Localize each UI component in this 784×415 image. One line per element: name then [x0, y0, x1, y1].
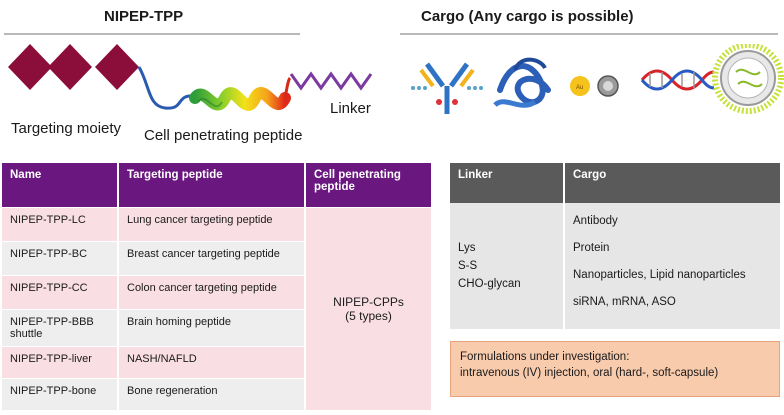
targeting-diamond-1: [8, 44, 52, 90]
linker-item: S-S: [458, 260, 478, 272]
formulations-title: Formulations under investigation:: [460, 351, 630, 363]
col-header-cargo: Cargo: [563, 163, 780, 203]
left-header-rule: [4, 33, 300, 35]
nipep-tpp-header: NIPEP-TPP: [104, 8, 184, 25]
row-name: NIPEP-TPP-BBB shuttle: [2, 308, 119, 346]
table-row: NIPEP-TPP-BBB shuttle Brain homing pepti…: [2, 308, 431, 346]
svg-text:Au: Au: [576, 85, 583, 91]
col-header-cpp: Cell penetrating peptide: [304, 163, 431, 207]
cpp-label: Cell penetrating peptide: [144, 127, 303, 144]
targeting-diamond-2: [48, 44, 92, 90]
cargo-item: Antibody: [573, 215, 618, 227]
linker-item: Lys: [458, 242, 476, 254]
table-row: NIPEP-TPP-LC Lung cancer targeting pepti…: [2, 206, 431, 410]
formulations-routes: intravenous (IV) injection, oral (hard-,…: [460, 367, 719, 379]
col-header-name: Name: [2, 163, 118, 207]
col-header-linker: Linker: [450, 163, 564, 203]
row-peptide: Breast cancer targeting peptide: [118, 240, 306, 275]
row-peptide: Lung cancer targeting peptide: [118, 206, 306, 241]
targeting-moiety-diamonds: [8, 44, 139, 90]
row-peptide: Colon cancer targeting peptide: [118, 274, 306, 309]
formulations-box: Formulations under investigation: intrav…: [450, 341, 780, 397]
row-name: NIPEP-TPP-liver: [2, 345, 119, 378]
cargo-icons-row: Au: [411, 44, 784, 114]
cargo-item: siRNA, mRNA, ASO: [573, 296, 676, 308]
nipep-tpp-construct-illustration: [8, 44, 373, 111]
antibody-icon: [411, 62, 483, 114]
lipid-nanoparticle-icon: [712, 44, 784, 114]
targeting-moiety-label: Targeting moiety: [11, 120, 122, 137]
row-peptide: Bone regeneration: [118, 377, 306, 410]
cpp-line-2: (5 types): [345, 308, 392, 323]
table-row: NIPEP-TPP-liver NASH/NAFLD: [2, 345, 431, 378]
cpp-line-1: NIPEP-CPPs: [333, 294, 404, 309]
table-row: NIPEP-TPP-bone Bone regeneration: [2, 377, 431, 410]
row-name: NIPEP-TPP-bone: [2, 377, 119, 410]
row-name: NIPEP-TPP-BC: [2, 240, 119, 275]
protein-icon: [493, 57, 551, 108]
row-name: NIPEP-TPP-LC: [2, 206, 119, 241]
row-peptide: NASH/NAFLD: [118, 345, 306, 378]
right-header-rule: [400, 33, 778, 35]
linker-cargo-table: Linker Cargo Lys S-S CHO-glycan Antibody…: [450, 163, 780, 329]
peptide-table: Name Targeting peptide Cell penetrating …: [2, 163, 431, 410]
cpp-cell: NIPEP-CPPs (5 types): [305, 206, 431, 410]
cargo-header: Cargo (Any cargo is possible): [421, 8, 634, 25]
linker-zigzag: [289, 71, 373, 91]
row-name: NIPEP-TPP-CC: [2, 274, 119, 309]
nanoparticle-icon: Au: [570, 75, 619, 97]
cargo-list: Antibody Protein Nanoparticles, Lipid na…: [563, 203, 780, 329]
targeting-diamond-3: [95, 44, 139, 90]
linker-item: CHO-glycan: [458, 278, 521, 290]
cargo-item: Nanoparticles, Lipid nanoparticles: [573, 269, 746, 281]
cpp-ribbon: [189, 87, 291, 111]
table-row: NIPEP-TPP-BC Breast cancer targeting pep…: [2, 240, 431, 275]
cargo-item: Protein: [573, 242, 610, 254]
row-peptide: Brain homing peptide: [118, 308, 306, 346]
rna-helix-icon: [640, 69, 715, 91]
col-header-targeting: Targeting peptide: [117, 163, 305, 207]
peptide-backbone: [137, 66, 196, 110]
table-row: NIPEP-TPP-CC Colon cancer targeting pept…: [2, 274, 431, 309]
linker-label: Linker: [330, 100, 371, 117]
linker-list: Lys S-S CHO-glycan: [450, 203, 564, 329]
